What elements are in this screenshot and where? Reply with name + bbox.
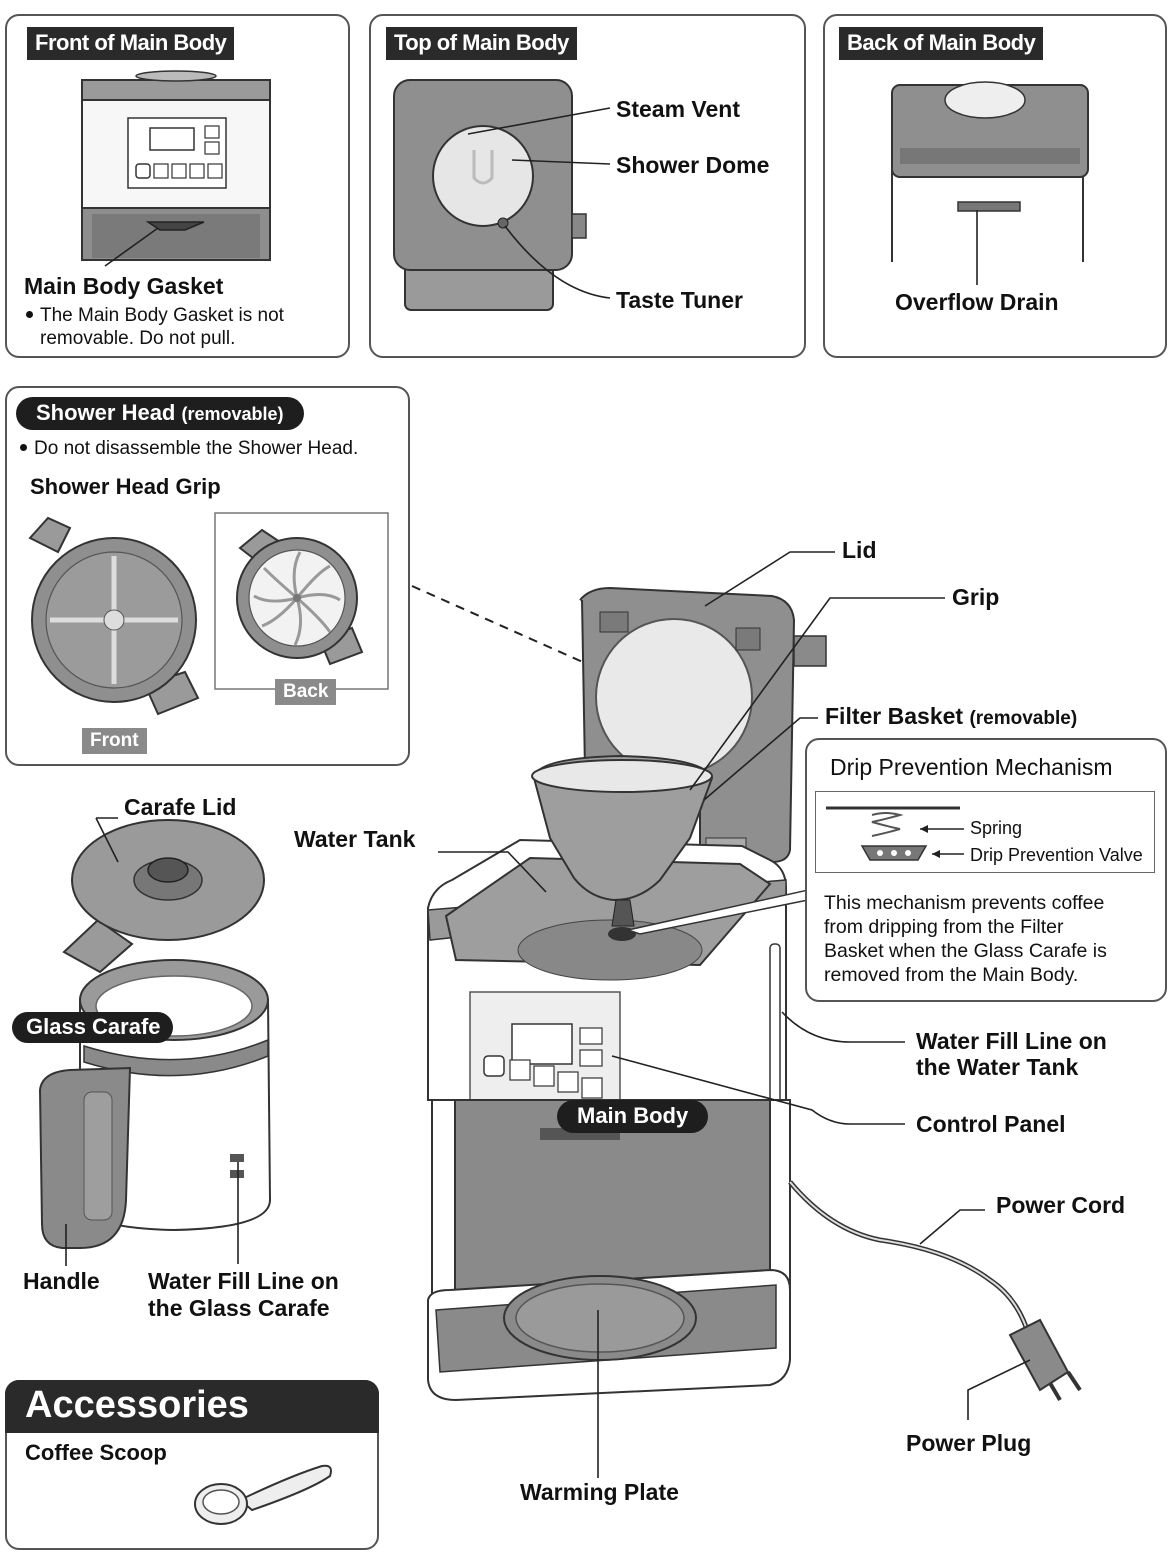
handle-label: Handle [23,1268,100,1294]
back-of-main-body-panel [823,14,1167,358]
coffee-scoop-label: Coffee Scoop [25,1440,167,1465]
steam-vent-label: Steam Vent [616,96,740,122]
shower-dome-label: Shower Dome [616,152,770,178]
drip-prevention-title: Drip Prevention Mechanism [830,754,1113,780]
power-cord-label: Power Cord [996,1192,1126,1218]
warming-plate-label: Warming Plate [520,1479,679,1505]
drip-prevention-panel [805,738,1167,1002]
filter-basket-label: Filter Basket (removable) [825,703,1078,729]
lid-label: Lid [842,537,877,563]
front-tag: Front [82,728,147,754]
water-tank-label: Water Tank [294,826,416,852]
bullet-icon [26,310,33,318]
main-body-gasket-note: The Main Body Gasket is not removable. D… [24,304,284,350]
shower-head-grip-label: Shower Head Grip [30,474,221,499]
drip-prevention-detail-box [815,791,1155,873]
carafe-lid-label: Carafe Lid [124,794,237,820]
main-body-gasket-label: Main Body Gasket [24,273,224,299]
grip-label: Grip [952,584,1000,610]
taste-tuner-label: Taste Tuner [616,287,743,313]
accessories-title: Accessories [5,1380,379,1433]
bullet-icon [20,443,27,451]
back-of-main-body-title: Back of Main Body [839,27,1044,60]
power-plug-label: Power Plug [906,1430,1032,1456]
main-body-label: Main Body [557,1100,709,1133]
top-of-main-body-title: Top of Main Body [386,27,577,60]
glass-carafe-label: Glass Carafe [12,1012,173,1043]
shower-head-note: Do not disassemble the Shower Head. [18,437,358,460]
spring-label: Spring [970,818,1023,838]
drip-prevention-description: This mechanism prevents coffee from drip… [824,892,1107,986]
control-panel-label: Control Panel [916,1111,1066,1137]
shower-head-title: Shower Head (removable) [16,397,304,430]
front-of-main-body-title: Front of Main Body [27,27,235,60]
back-tag: Back [275,679,337,705]
drip-prevention-valve-label: Drip Prevention Valve [970,845,1143,865]
overflow-drain-label: Overflow Drain [895,289,1059,315]
